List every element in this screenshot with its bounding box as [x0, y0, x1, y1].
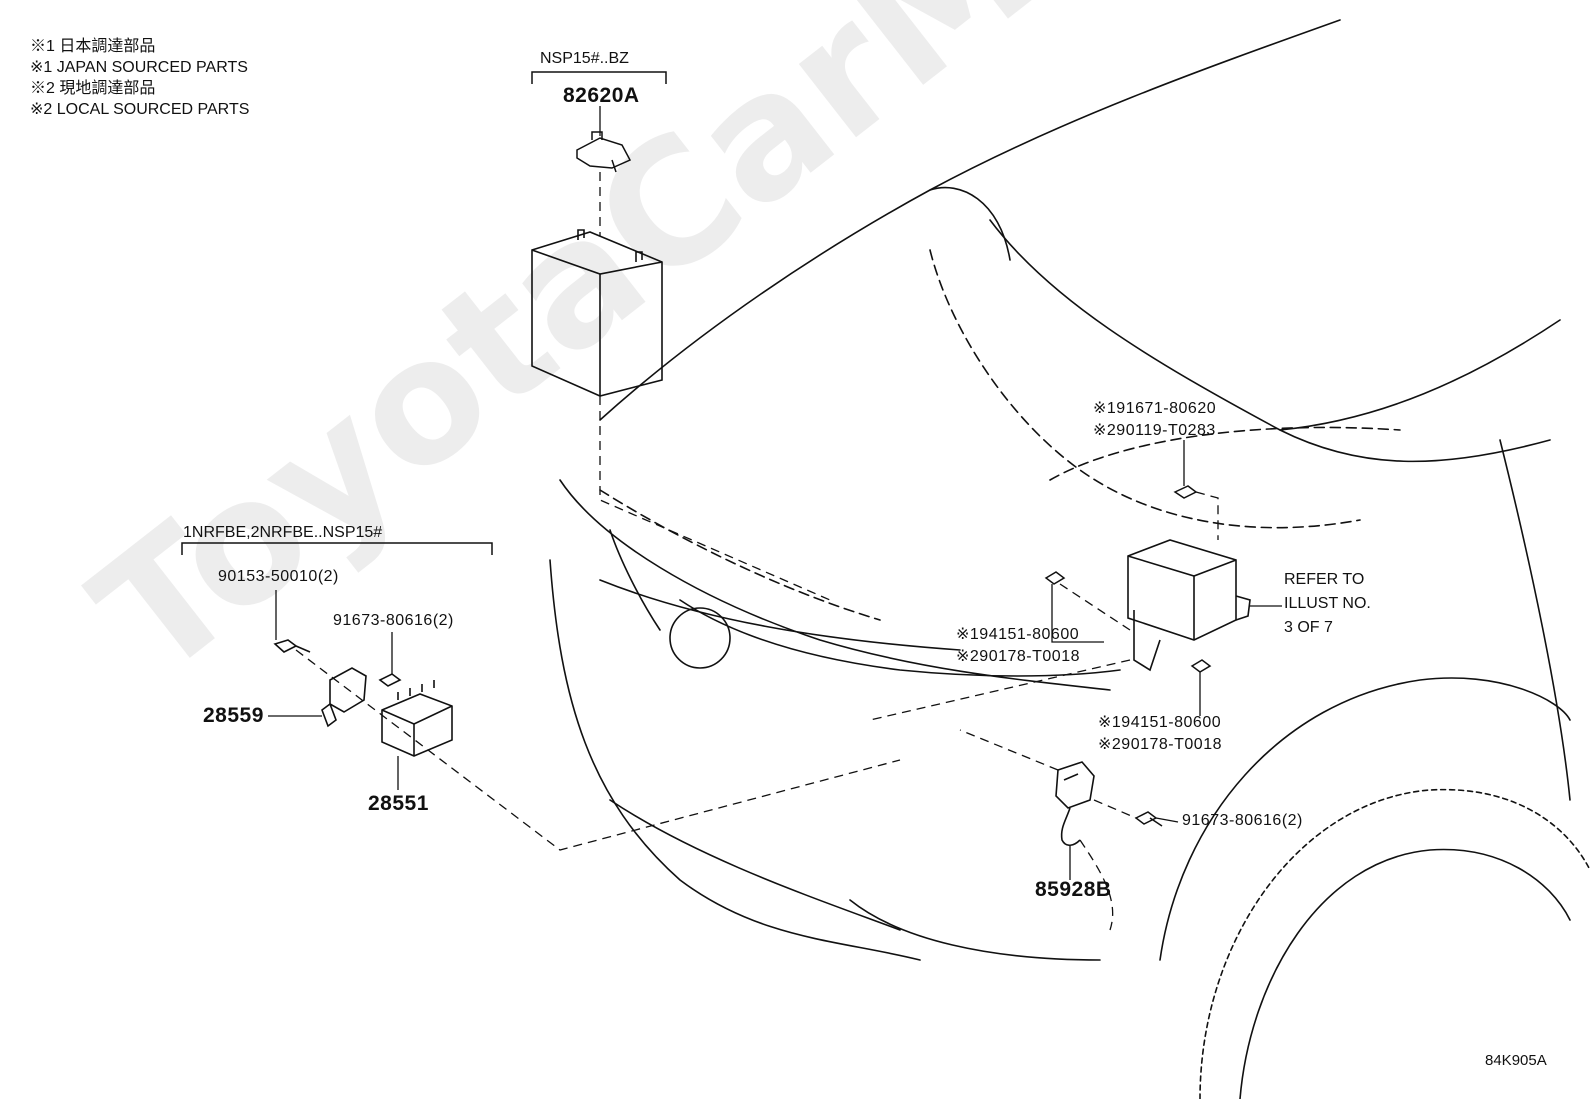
- lower-valance: [849, 899, 1101, 961]
- part-194151-80600-b[interactable]: ※194151-80600: [1098, 714, 1222, 731]
- diagram-code: 84K905A: [1485, 1052, 1547, 1069]
- legend-line-3: ※2 現地調達部品: [30, 80, 156, 97]
- refer-line-1: REFER TO: [1284, 571, 1365, 588]
- bumper-upper: [559, 479, 1111, 691]
- leader-sensor-bolt: [1093, 799, 1137, 819]
- legend: ※1 日本調達部品 ※1 JAPAN SOURCED PARTS ※2 現地調達…: [30, 36, 249, 120]
- legend-line-2: ※1 JAPAN SOURCED PARTS: [30, 59, 248, 76]
- grille-top: [599, 579, 961, 651]
- legend-line-1: ※1 日本調達部品: [30, 38, 156, 55]
- ecu-group-label: 1NRFBE,2NRFBE..NSP15#: [183, 524, 383, 541]
- part-194151-80600-a[interactable]: ※194151-80600: [956, 626, 1080, 643]
- windshield-edge: [929, 186, 1011, 261]
- part-290119-t0283[interactable]: ※290119-T0283: [1093, 422, 1216, 439]
- relay-box: [1127, 539, 1251, 672]
- headlight-line: [679, 599, 1121, 677]
- part-28551[interactable]: 28551: [368, 792, 429, 815]
- battery-bracket: [531, 71, 667, 84]
- refer-note[interactable]: REFER TO ILLUST NO. 3 OF 7: [1284, 568, 1371, 640]
- bumper-lower: [549, 559, 921, 961]
- part-90153-50010[interactable]: 90153-50010(2): [218, 568, 339, 585]
- legend-line-4: ※2 LOCAL SOURCED PARTS: [30, 101, 250, 118]
- battery: [531, 229, 663, 397]
- fender-side: [1499, 439, 1571, 801]
- grille-lower: [609, 799, 901, 931]
- part-290178-t0018-a[interactable]: ※290178-T0018: [956, 648, 1080, 665]
- fender-arch: [1159, 677, 1571, 961]
- leader-bolt-relay: [1195, 491, 1219, 540]
- part-290178-t0018-b[interactable]: ※290178-T0018: [1098, 736, 1222, 753]
- part-91673-80616-left[interactable]: 91673-80616(2): [333, 612, 454, 629]
- leader-194151-a: [1051, 584, 1104, 643]
- hood-dashed: [929, 249, 1361, 529]
- inner-dashed: [599, 489, 881, 621]
- ecu-bracket: [181, 542, 493, 555]
- refer-line-3: 3 OF 7: [1284, 619, 1333, 636]
- part-82620a[interactable]: 82620A: [563, 84, 640, 107]
- leader-battery-car: [599, 396, 831, 601]
- part-191671-80620[interactable]: ※191671-80620: [1093, 400, 1217, 417]
- leader-91673-right: [1155, 817, 1179, 823]
- leader-sensor-car: [959, 729, 1059, 771]
- battery-clamp: [576, 131, 632, 173]
- battery-group-label: NSP15#..BZ: [540, 50, 629, 67]
- leader-ecu-car: [295, 649, 901, 851]
- hood-outline: [599, 19, 1341, 421]
- wheel-outer: [1199, 788, 1591, 1099]
- part-85928b[interactable]: 85928B: [1035, 878, 1112, 901]
- part-91673-80616-right[interactable]: 91673-80616(2): [1182, 812, 1303, 829]
- sensor-85928b: [1055, 761, 1095, 847]
- refer-line-2: ILLUST NO.: [1284, 595, 1371, 612]
- fog-lamp: [669, 607, 731, 669]
- leader-relay-car: [869, 659, 1131, 721]
- fender-top: [1279, 319, 1561, 431]
- leader-sensor-lower: [1079, 839, 1114, 931]
- hood-line: [989, 219, 1551, 463]
- fender-dashed: [1049, 426, 1401, 481]
- ecu-parts-left: [273, 639, 453, 757]
- wheel-inner: [1239, 848, 1571, 1099]
- part-28559[interactable]: 28559: [203, 704, 264, 727]
